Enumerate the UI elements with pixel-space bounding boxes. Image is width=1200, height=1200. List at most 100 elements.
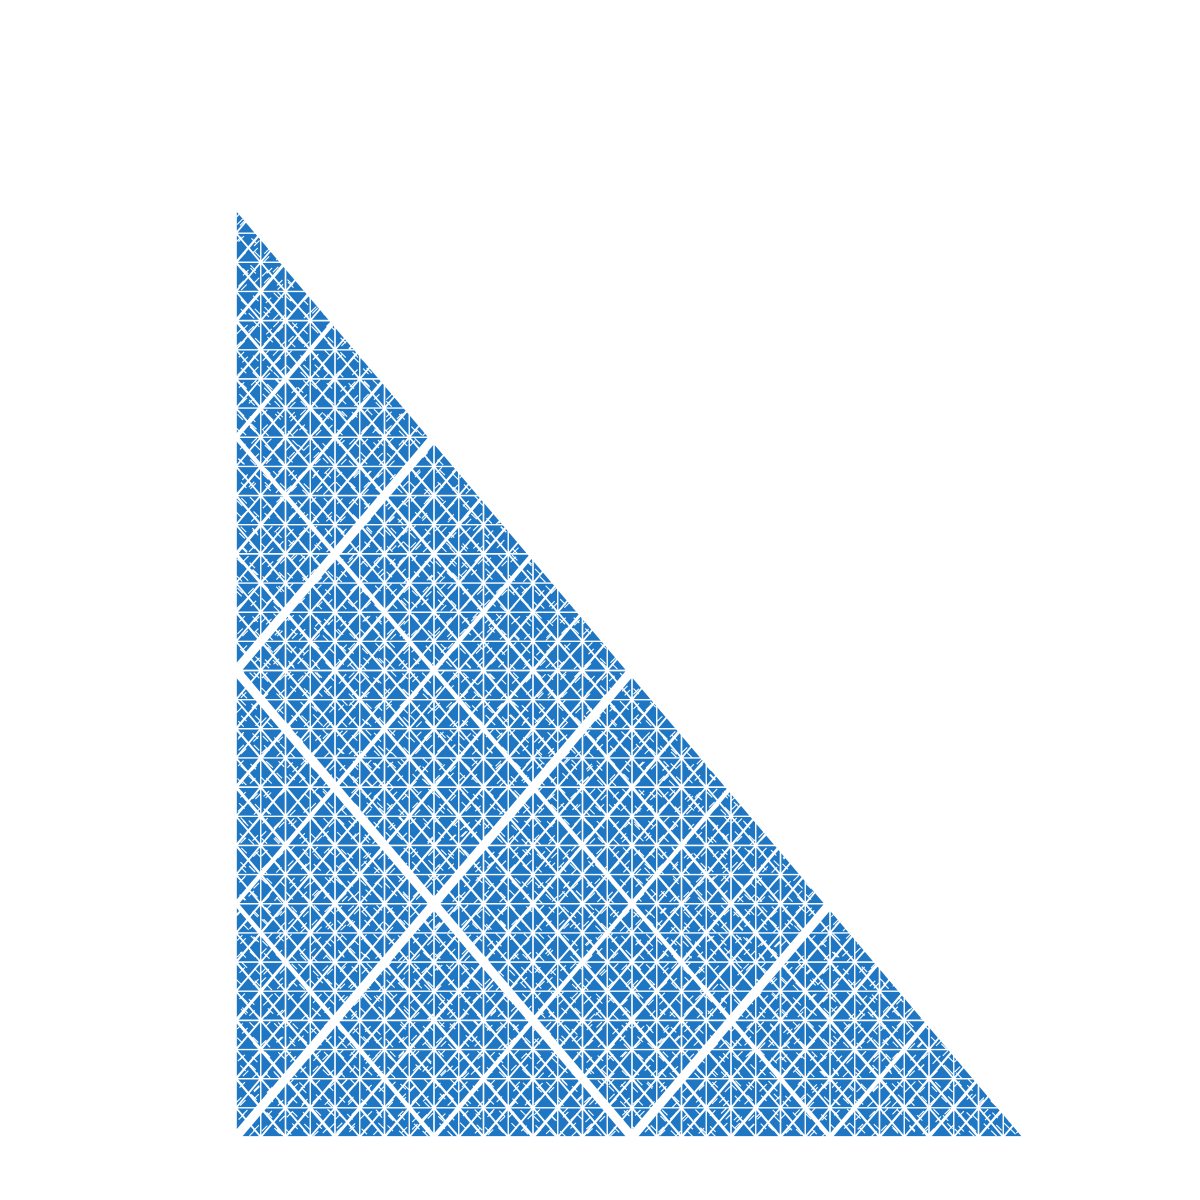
speckle-mark [996,542,1003,550]
speckle-mark [351,222,358,229]
speckle-mark [885,600,893,607]
speckle-mark [239,443,246,450]
speckle-mark [508,589,515,596]
speckle-mark [348,342,355,350]
speckle-mark [299,251,306,259]
speckle-mark [273,241,281,248]
speckle-mark [620,283,627,290]
speckle-mark [700,254,707,262]
speckle-mark [761,648,768,656]
speckle-mark [277,325,284,333]
speckle-mark [512,323,519,331]
speckle-mark [933,265,940,273]
speckle-mark [341,721,348,728]
speckle-mark [298,614,305,622]
speckle-mark [946,415,953,423]
speckle-mark [422,546,429,553]
speckle-mark [995,500,1002,507]
speckle-mark [698,339,705,346]
speckle-mark [932,339,939,346]
speckle-mark [736,487,743,495]
speckle-mark [760,283,767,290]
speckle-mark [984,604,991,611]
speckle-mark [463,647,470,654]
grout-line [1152,204,1200,1137]
speckle-mark [799,408,806,416]
speckle-mark [390,588,398,595]
speckle-mark [635,349,642,356]
speckle-mark [782,266,790,273]
speckle-mark [1006,635,1014,642]
speckle-mark [670,254,677,261]
speckle-mark [250,264,257,272]
speckle-mark [608,236,615,243]
speckle-mark [414,279,421,287]
speckle-mark [475,586,483,593]
speckle-mark [550,225,557,232]
speckle-mark [772,675,779,683]
speckle-mark [464,253,471,260]
speckle-mark [538,396,545,403]
speckle-mark [916,240,923,248]
speckle-mark [476,473,483,480]
speckle-mark [796,618,803,625]
speckle-mark [240,511,248,518]
speckle-mark [869,647,876,654]
speckle-mark [636,556,643,563]
speckle-mark [944,350,951,357]
speckle-mark [819,440,826,447]
speckle-mark [546,440,554,447]
speckle-mark [855,676,863,683]
speckle-mark [625,489,632,496]
speckle-mark [885,413,892,421]
speckle-mark [340,398,347,405]
speckle-mark [981,211,988,218]
speckle-mark [350,486,357,493]
speckle-mark [597,457,604,464]
speckle-mark [881,700,888,707]
speckle-mark [979,655,986,662]
speckle-mark [935,208,942,215]
speckle-mark [398,455,405,462]
speckle-mark [373,226,380,233]
speckle-mark [794,429,801,436]
speckle-mark [340,528,347,535]
speckle-mark [311,525,318,532]
speckle-mark [1004,558,1011,566]
speckle-mark [410,541,417,549]
speckle-mark [662,619,670,626]
speckle-mark [474,358,481,365]
speckle-mark [1018,704,1026,711]
speckle-mark [474,291,481,298]
speckle-mark [719,282,726,289]
speckle-mark [610,395,617,402]
speckle-mark [526,266,533,274]
speckle-mark [363,657,370,664]
speckle-mark [485,586,492,593]
speckle-mark [811,514,818,521]
speckle-mark [489,263,496,270]
speckle-mark [707,382,714,389]
speckle-mark [931,454,939,462]
speckle-mark [933,386,940,393]
speckle-mark [546,358,553,365]
speckle-mark [980,225,987,232]
speckle-mark [451,572,459,579]
speckle-mark [573,454,581,461]
speckle-mark [979,678,986,685]
speckle-mark [968,570,975,577]
speckle-mark [672,401,679,408]
speckle-mark [302,574,309,582]
speckle-mark [520,585,527,592]
speckle-mark [595,648,602,656]
speckle-mark [638,545,645,552]
speckle-mark [798,678,805,685]
speckle-mark [931,659,938,667]
speckle-mark [1021,422,1028,429]
speckle-mark [903,617,910,624]
speckle-mark [386,241,393,248]
speckle-mark [522,575,530,583]
speckle-mark [338,704,345,711]
speckle-mark [559,312,566,319]
speckle-mark [300,701,307,708]
